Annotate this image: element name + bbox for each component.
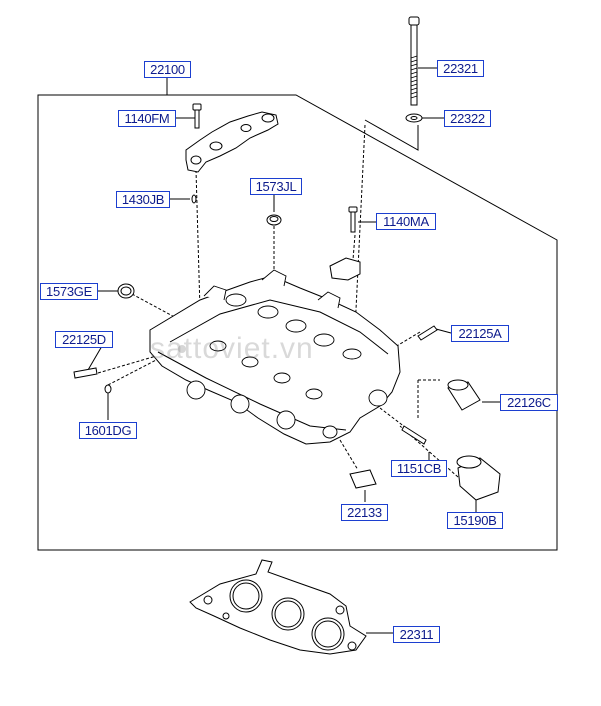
dowel-pin-part	[104, 384, 112, 394]
bracket-part	[185, 111, 279, 173]
plug-part	[117, 283, 135, 299]
cylinder-head-part	[149, 269, 401, 445]
stud-part	[417, 325, 438, 341]
small-bracket-part	[329, 257, 361, 281]
callout-22133[interactable]: 22133	[341, 504, 388, 521]
small-bolt-part	[348, 206, 358, 233]
head-gasket-part	[189, 559, 367, 655]
callout-1601dg[interactable]: 1601DG	[79, 422, 137, 439]
stud-d-part	[73, 367, 98, 379]
tappet-part	[456, 455, 501, 501]
callout-1140ma[interactable]: 1140MA	[376, 213, 436, 230]
bolt-part	[192, 103, 202, 129]
callout-22100[interactable]: 22100	[144, 61, 191, 78]
watermark-dot	[178, 345, 186, 353]
head-bolt-part	[408, 16, 420, 106]
callout-22311[interactable]: 22311	[393, 626, 440, 643]
callout-22322[interactable]: 22322	[444, 110, 491, 127]
pipe-part	[349, 469, 377, 489]
watermark-text: sattoviet.vn	[150, 332, 314, 365]
guide-bolt-part	[401, 425, 427, 445]
callout-15190b[interactable]: 15190B	[447, 512, 503, 529]
seal-part	[266, 214, 282, 226]
callout-22126c[interactable]: 22126C	[500, 394, 558, 411]
pin-part	[191, 194, 197, 204]
callout-1151cb[interactable]: 1151CB	[391, 460, 447, 477]
callout-1430jb[interactable]: 1430JB	[116, 191, 170, 208]
callout-1573jl[interactable]: 1573JL	[250, 178, 302, 195]
callout-22321[interactable]: 22321	[437, 60, 484, 77]
callout-22125a[interactable]: 22125A	[451, 325, 509, 342]
washer-part	[405, 113, 423, 123]
callout-22125d[interactable]: 22125D	[55, 331, 113, 348]
lifter-part	[447, 379, 481, 411]
callout-1140fm[interactable]: 1140FM	[118, 110, 176, 127]
callout-1573ge[interactable]: 1573GE	[40, 283, 98, 300]
